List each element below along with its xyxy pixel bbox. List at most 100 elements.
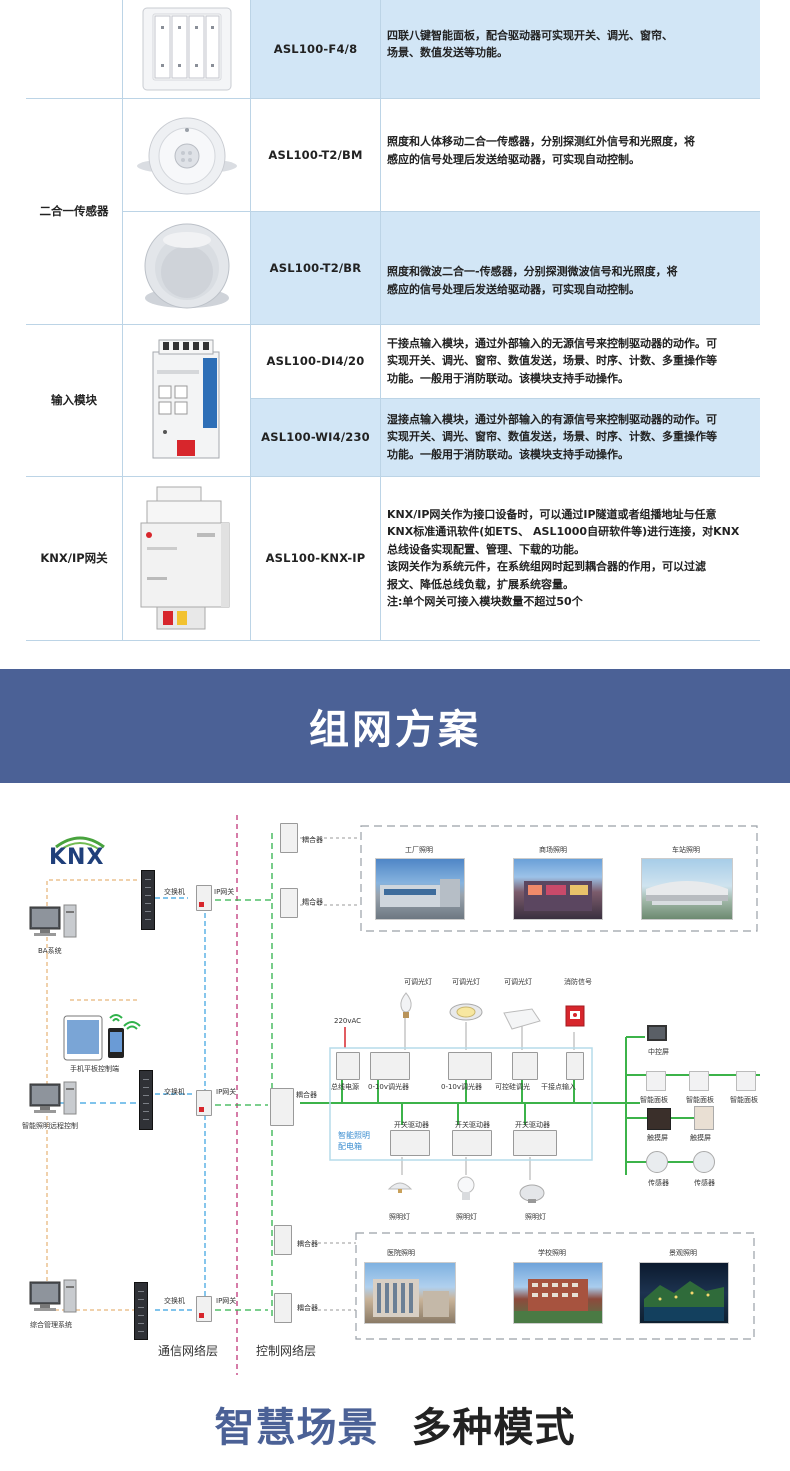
label-comm-layer: 通信网络层 bbox=[158, 1344, 219, 1358]
computer-icon bbox=[28, 903, 80, 947]
switch-driver-module bbox=[513, 1130, 557, 1156]
col-divider-3 bbox=[380, 0, 381, 640]
label-ip-gateway: IP网关 bbox=[214, 888, 235, 896]
computer-icon bbox=[28, 1080, 80, 1124]
label-ip-gateway: IP网关 bbox=[216, 1297, 237, 1305]
desc-line: KNX标准通讯软件(如ETS、 ASL1000自研软件等)进行连接，对KNX bbox=[387, 525, 740, 538]
model-t2-br: ASL100-T2/BR bbox=[269, 260, 362, 275]
label-smart-panel: 智能面板 bbox=[686, 1096, 714, 1104]
desc-line: 场景、数值发送等功能。 bbox=[387, 46, 508, 59]
coupler-icon bbox=[280, 823, 298, 853]
knx-ip-gateway-icon bbox=[123, 476, 250, 640]
label-school: 学校照明 bbox=[538, 1249, 566, 1257]
tablet-icon bbox=[62, 1010, 142, 1066]
desc-line: 报文、降低总线负载，扩展系统容量。 bbox=[387, 577, 574, 591]
desc-line: 该网关作为系统元件，在系统组网时起到耦合器的作用，可以过滤 bbox=[387, 560, 706, 573]
dimmer-module bbox=[370, 1052, 410, 1080]
row-divider bbox=[26, 98, 760, 99]
label-module: 0-10v调光器 bbox=[368, 1083, 410, 1091]
desc-line: KNX/IP网关作为接口设备时，可以通过IP隧道或者组播地址与任意 bbox=[387, 507, 717, 521]
label-module: 总线电源 bbox=[331, 1083, 359, 1091]
landscape-photo bbox=[639, 1262, 729, 1324]
label-lighting: 照明灯 bbox=[525, 1213, 546, 1221]
slogan-part1: 智慧场景 bbox=[214, 1405, 379, 1451]
switch-driver-module bbox=[452, 1130, 492, 1156]
label-mgmt-system: 综合管理系统 bbox=[30, 1321, 72, 1329]
ip-gateway-icon bbox=[196, 885, 212, 911]
label-power: 220vAC bbox=[334, 1017, 362, 1025]
banner-title: 组网方案 bbox=[309, 707, 481, 753]
label-sensor: 传感器 bbox=[648, 1179, 669, 1187]
label-driver: 开关驱动器 bbox=[515, 1121, 550, 1129]
label-module: 可控硅调光 bbox=[495, 1083, 530, 1091]
model-t2-bm: ASL100-T2/BM bbox=[268, 147, 363, 162]
pir-sensor-icon bbox=[123, 98, 250, 211]
label-module: 干接点输入 bbox=[541, 1083, 576, 1091]
floodlight-icon bbox=[518, 1183, 546, 1209]
label-touch-screen: 触摸屏 bbox=[647, 1134, 668, 1142]
row-divider bbox=[26, 476, 760, 477]
bulb-icon bbox=[457, 1176, 475, 1208]
footer-slogan: 智慧场景 多种模式 bbox=[0, 1395, 790, 1453]
label-module: 0-10v调光器 bbox=[441, 1083, 483, 1091]
label-switch: 交换机 bbox=[164, 1088, 185, 1096]
category-input-module: 输入模块 bbox=[51, 393, 97, 407]
panel-light-icon bbox=[502, 1007, 542, 1035]
label-control-layer: 控制网络层 bbox=[256, 1344, 317, 1358]
row-divider bbox=[26, 640, 760, 641]
downlight-icon bbox=[449, 1002, 483, 1026]
label-dimmable-lamp: 可调光灯 bbox=[404, 978, 432, 986]
label-lighting: 照明灯 bbox=[389, 1213, 410, 1221]
coupler-icon bbox=[280, 888, 298, 918]
row-bg-5 bbox=[251, 398, 760, 476]
hospital-photo bbox=[364, 1262, 456, 1324]
mall-photo bbox=[513, 858, 603, 920]
touch-screen-icon bbox=[694, 1106, 714, 1130]
box-label-line: 智能照明 bbox=[338, 1131, 370, 1140]
knx-logo: KNX bbox=[46, 833, 118, 875]
desc-line: 照度和微波二合一-传感器，分别探测微波信号和光照度，将 bbox=[387, 265, 678, 278]
smart-panel-icon bbox=[736, 1071, 756, 1091]
bus-power-module bbox=[336, 1052, 360, 1080]
col-divider-1 bbox=[122, 0, 123, 640]
desc-line: 功能。一般用于消防联动。该模块支持手动操作。 bbox=[387, 447, 629, 461]
desc-di4-20: 干接点输入模块，通过外部输入的无源信号来控制驱动器的动作。可实现开关、调光、窗帘… bbox=[381, 324, 760, 398]
computer-icon bbox=[28, 1278, 80, 1322]
coupler-icon bbox=[270, 1088, 294, 1126]
label-fire-signal: 消防信号 bbox=[564, 978, 592, 986]
touch-screen-icon bbox=[647, 1108, 671, 1130]
coupler-icon bbox=[274, 1225, 292, 1255]
category-sensor: 二合一传感器 bbox=[39, 204, 109, 218]
col-divider-2 bbox=[250, 0, 251, 640]
desc-knx-ip: KNX/IP网关作为接口设备时，可以通过IP隧道或者组播地址与任意 KNX标准通… bbox=[381, 476, 760, 640]
row-divider bbox=[26, 324, 760, 325]
desc-t2-br: 照度和微波二合一-传感器，分别探测微波信号和光照度，将感应的信号处理后发送给驱动… bbox=[381, 211, 760, 324]
desc-line: 实现开关、调光、窗帘、数值发送，场景、时序、计数、多重操作等 bbox=[387, 430, 717, 444]
label-driver: 开关驱动器 bbox=[394, 1121, 429, 1129]
model-knx-ip: ASL100-KNX-IP bbox=[265, 551, 366, 565]
label-dimmable-lamp: 可调光灯 bbox=[452, 978, 480, 986]
desc-line: 干接点输入模块，通过外部输入的无源信号来控制驱动器的动作。可 bbox=[387, 336, 717, 350]
distribution-box-label: 智能照明 配电箱 bbox=[338, 1130, 370, 1152]
station-photo bbox=[641, 858, 733, 920]
label-touch-screen: 触摸屏 bbox=[690, 1134, 711, 1142]
ip-gateway-icon bbox=[196, 1296, 212, 1322]
label-smart-panel: 智能面板 bbox=[730, 1096, 758, 1104]
network-switch-icon bbox=[139, 1070, 153, 1130]
label-remote-control: 智能照明远程控制 bbox=[22, 1122, 78, 1130]
row-divider bbox=[251, 398, 760, 399]
row-divider bbox=[123, 211, 760, 212]
microwave-sensor-icon bbox=[123, 211, 250, 324]
desc-line: 实现开关、调光、窗帘、数值发送，场景、时序、计数、多重操作等 bbox=[387, 354, 717, 368]
box-label-line: 配电箱 bbox=[338, 1142, 362, 1151]
category-gateway: KNX/IP网关 bbox=[40, 551, 108, 565]
desc-wi4-230: 湿接点输入模块，通过外部输入的有源信号来控制驱动器的动作。可实现开关、调光、窗帘… bbox=[381, 398, 760, 476]
model-f4-8: ASL100-F4/8 bbox=[273, 42, 358, 56]
pendant-light-icon bbox=[385, 1177, 415, 1201]
label-coupler: 耦合器 bbox=[302, 836, 323, 844]
label-switch: 交换机 bbox=[164, 1297, 185, 1305]
desc-line: 湿接点输入模块，通过外部输入的有源信号来控制驱动器的动作。可 bbox=[387, 412, 717, 426]
coupler-icon bbox=[274, 1293, 292, 1323]
four-key-panel-icon bbox=[123, 0, 250, 98]
